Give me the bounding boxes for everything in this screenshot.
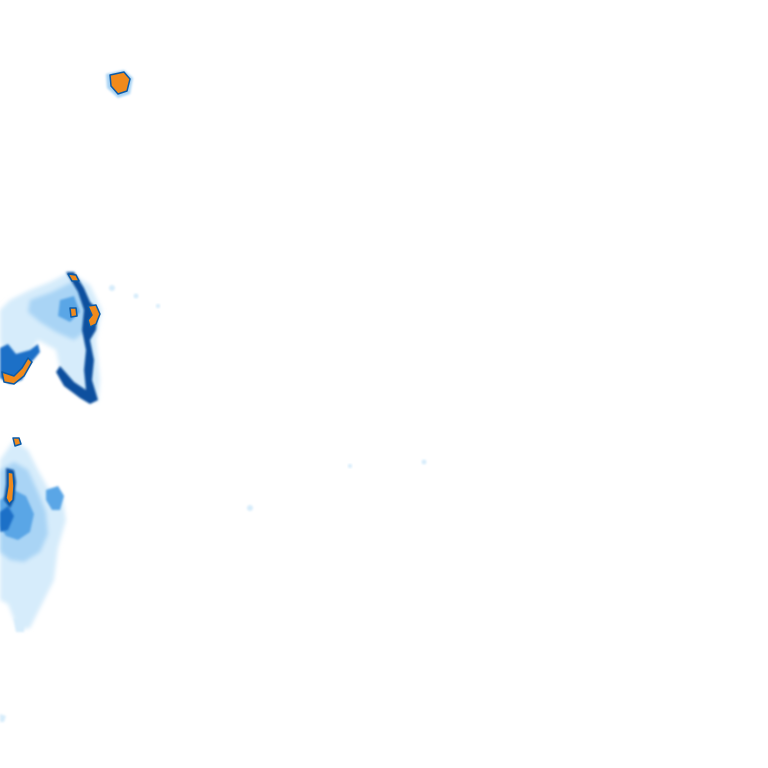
scattered-light-echoes bbox=[109, 285, 427, 511]
storm-cell-top bbox=[106, 70, 133, 98]
storm-cluster-lower bbox=[0, 437, 66, 722]
storm-cluster-middle bbox=[0, 272, 102, 404]
